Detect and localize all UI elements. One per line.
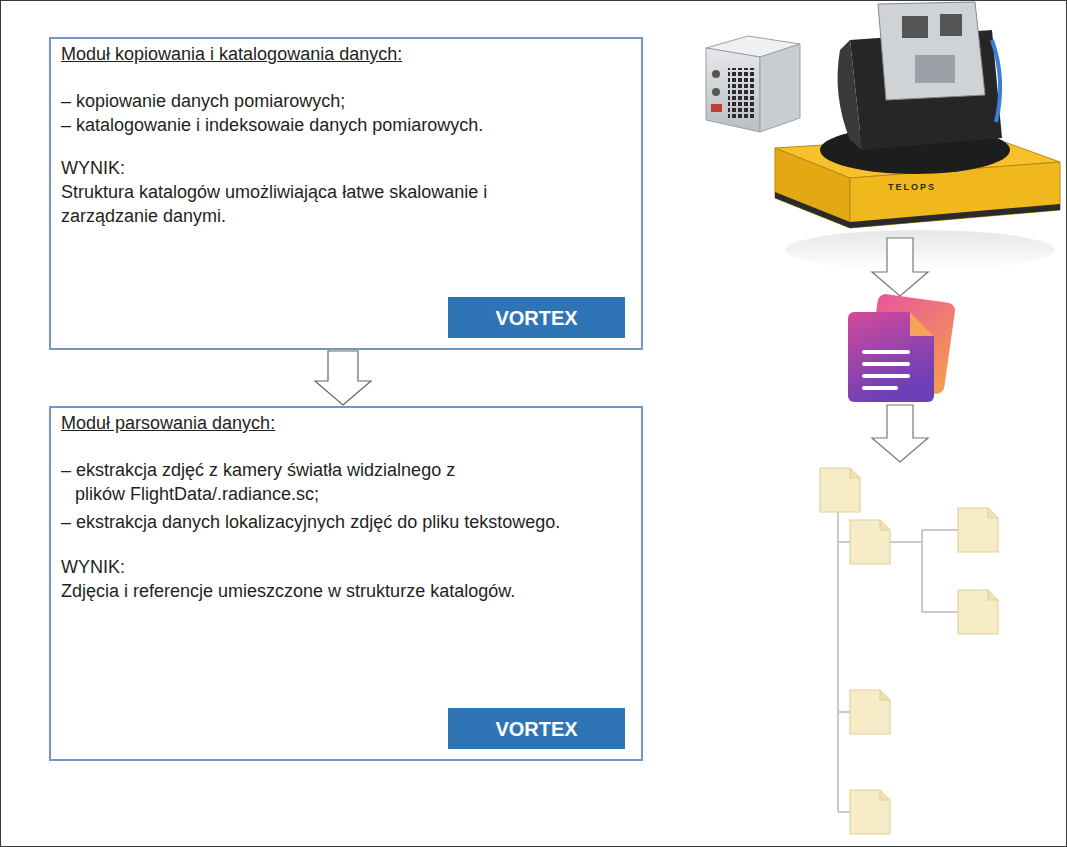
camera-panel bbox=[915, 55, 955, 83]
document-line bbox=[862, 386, 898, 390]
unit-vents bbox=[728, 68, 756, 120]
unit-connector bbox=[712, 88, 720, 96]
unit-side bbox=[760, 44, 800, 132]
module-heading: Moduł parsowania danych: bbox=[61, 411, 621, 435]
module-box: Moduł parsowania danych: – ekstrakcja zdj… bbox=[49, 406, 643, 761]
tree-file bbox=[958, 590, 998, 634]
document-line bbox=[862, 374, 910, 378]
document-line bbox=[862, 350, 910, 354]
hollow-arrow bbox=[872, 405, 928, 462]
tool-badge: VORTEX bbox=[448, 708, 625, 749]
logo-text: TELOPS bbox=[888, 182, 936, 192]
gimbal-base-edge bbox=[775, 192, 850, 228]
result-text: Struktura katalogów umożliwiająca łatwe … bbox=[61, 180, 491, 228]
tree-line bbox=[838, 512, 850, 812]
bullet-item: – ekstrakcja danych lokalizacyjnych zdję… bbox=[61, 510, 595, 534]
document-icon bbox=[848, 293, 956, 402]
tree-line bbox=[890, 530, 958, 612]
tree-file bbox=[850, 790, 890, 834]
flow-arrow bbox=[315, 351, 371, 405]
gimbal-arm bbox=[838, 40, 862, 150]
text-column: Moduł parsowania danych: – ekstrakcja zdj… bbox=[61, 411, 631, 603]
tool-name: VORTEX bbox=[495, 717, 577, 741]
gimbal-base-edge bbox=[850, 204, 1060, 228]
result-heading: WYNIK: bbox=[61, 156, 621, 180]
bullet-item: – katalogowanie i indeksowaie danych pom… bbox=[61, 113, 631, 137]
gimbal-reflection bbox=[785, 230, 1055, 270]
unit-connector bbox=[711, 104, 722, 112]
document-line bbox=[862, 362, 910, 366]
camera-window bbox=[940, 14, 962, 36]
hollow-arrow bbox=[872, 238, 928, 296]
result-heading: WYNIK: bbox=[61, 555, 621, 579]
tree-file bbox=[820, 468, 860, 512]
bullet-item: – ekstrakcja zdjęć z kamery światła widz… bbox=[61, 458, 475, 506]
camera-cable bbox=[992, 40, 1000, 122]
folder-tree bbox=[820, 468, 998, 834]
document-front bbox=[848, 312, 934, 402]
tool-badge: VORTEX bbox=[448, 297, 625, 338]
module-heading: Moduł kopiowania i katalogowania danych: bbox=[61, 42, 621, 66]
document-fold bbox=[910, 312, 934, 336]
camera-head bbox=[878, 2, 985, 100]
module-box: Moduł kopiowania i katalogowania danych:… bbox=[49, 37, 643, 350]
unit-front bbox=[706, 48, 760, 132]
electronics-unit bbox=[706, 36, 800, 132]
result-text: Zdjęcia i referencje umieszczone w struk… bbox=[61, 579, 621, 603]
tree-file bbox=[850, 520, 890, 564]
text-column: Moduł kopiowania i katalogowania danych:… bbox=[61, 42, 631, 228]
tool-name: VORTEX bbox=[495, 306, 577, 330]
unit-connector bbox=[712, 70, 720, 78]
tree-file bbox=[850, 690, 890, 734]
tree-file bbox=[958, 508, 998, 552]
camera-window bbox=[902, 16, 928, 38]
bullet-item: – kopiowanie danych pomiarowych; bbox=[61, 89, 631, 113]
camera-gimbal bbox=[775, 2, 1060, 270]
